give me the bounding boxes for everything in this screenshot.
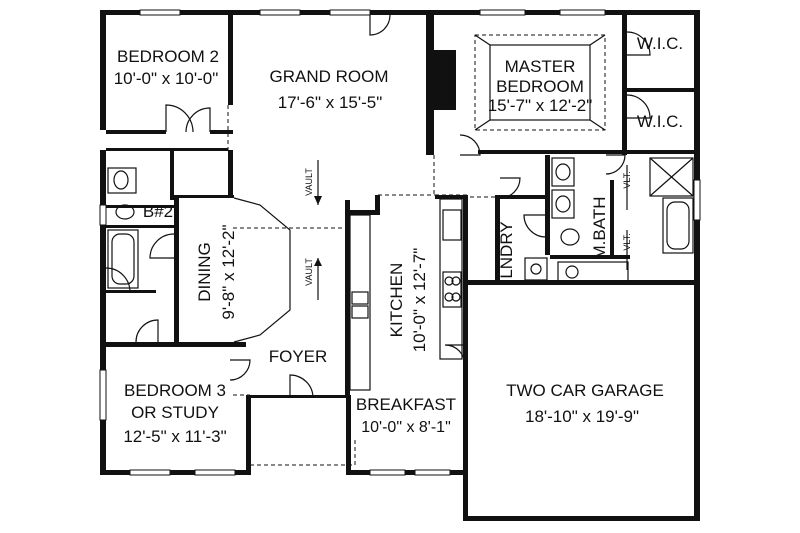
wic-bottom-name: W.I.C. xyxy=(637,112,683,131)
master-bedroom-dims: 15'-7" x 12'-2" xyxy=(488,96,593,115)
tray-ceiling xyxy=(474,34,606,131)
bath2-name: B#2 xyxy=(143,202,173,221)
bedroom3-dims: 12'-5" x 11'-3" xyxy=(123,427,226,446)
breakfast-name: BREAKFAST xyxy=(356,395,456,414)
grand-room-name: GRAND ROOM xyxy=(270,67,389,86)
vlt-label-2: VLT. xyxy=(622,233,632,250)
master-bedroom-name-2: BEDROOM xyxy=(496,77,584,96)
vault-label-foyer: VAULT xyxy=(304,258,314,286)
bedroom3-name-1: BEDROOM 3 xyxy=(124,381,226,400)
room-labels: BEDROOM 2 10'-0" x 10'-0" GRAND ROOM 17'… xyxy=(114,34,683,446)
fireplace xyxy=(433,54,455,106)
vault-arrows xyxy=(314,160,628,300)
laundry-name: LNDRY xyxy=(497,221,516,278)
bedroom2-dims: 10'-0" x 10'-0" xyxy=(114,69,219,88)
vault-label-grand: VAULT xyxy=(304,168,314,196)
master-bedroom-name-1: MASTER xyxy=(505,57,576,76)
vlt-label-1: VLT. xyxy=(622,171,632,188)
dashed-lines xyxy=(227,105,500,466)
master-bath-name: M.BATH xyxy=(590,197,609,260)
interior-walls xyxy=(106,15,694,395)
windows xyxy=(99,9,701,476)
kitchen-dims: 10'-0" x 12'-7" xyxy=(410,248,429,353)
grand-room-dims: 17'-6" x 15'-5" xyxy=(278,93,383,112)
dining-bay xyxy=(233,197,291,343)
breakfast-dims: 10'-0" x 8'-1" xyxy=(361,419,451,436)
dining-name: DINING xyxy=(195,242,214,302)
door-swings xyxy=(105,14,651,399)
wic-top-name: W.I.C. xyxy=(637,34,683,53)
bedroom3-name-2: OR STUDY xyxy=(131,403,219,422)
garage-name: TWO CAR GARAGE xyxy=(506,381,664,400)
kitchen-name: KITCHEN xyxy=(387,263,406,338)
garage-dims: 18'-10" x 19'-9" xyxy=(525,407,639,426)
fixtures xyxy=(107,157,694,391)
bedroom2-name: BEDROOM 2 xyxy=(117,47,219,66)
dining-dims: 9'-8" x 12'-2" xyxy=(219,224,238,319)
foyer-name: FOYER xyxy=(269,347,328,366)
